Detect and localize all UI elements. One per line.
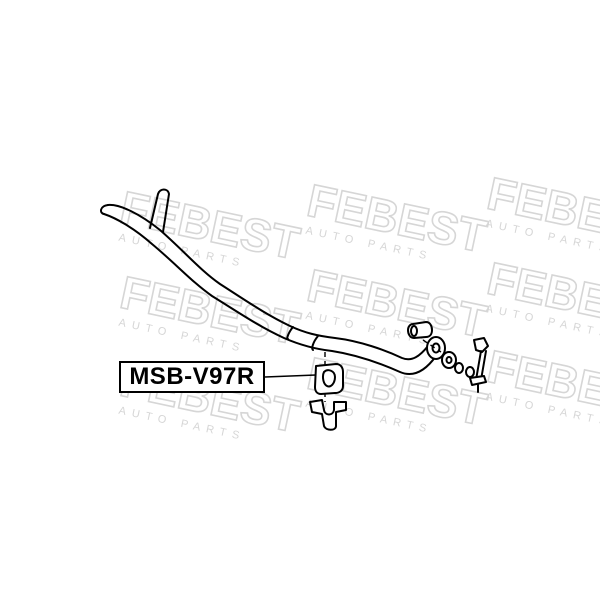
watermark-layer: FEBEST AUTO PARTS FEBEST AUTO PARTS FEBE… <box>115 166 600 443</box>
part-number-label: MSB-V97R <box>129 363 255 390</box>
watermark-6: FEBEST AUTO PARTS <box>482 251 600 341</box>
watermark-4: FEBEST AUTO PARTS <box>115 265 305 355</box>
bracket-icon <box>309 399 347 431</box>
watermark-5: FEBEST AUTO PARTS <box>302 258 492 348</box>
watermark-8: FEBEST AUTO PARTS <box>302 346 492 436</box>
stabilizer-link-icon <box>465 337 489 393</box>
bushing-icon <box>441 351 464 374</box>
watermark-9: FEBEST AUTO PARTS <box>482 339 600 429</box>
bushing-icon <box>407 321 433 339</box>
stabilizer-bar-icon <box>99 188 446 375</box>
part-label-box: MSB-V97R <box>119 361 265 393</box>
guide-line <box>422 339 442 353</box>
watermark-2: FEBEST AUTO PARTS <box>302 173 492 263</box>
bushing-icon <box>314 363 344 395</box>
watermark-3: FEBEST AUTO PARTS <box>482 166 600 256</box>
leader-line <box>264 374 317 378</box>
watermark-1: FEBEST AUTO PARTS <box>115 180 305 270</box>
